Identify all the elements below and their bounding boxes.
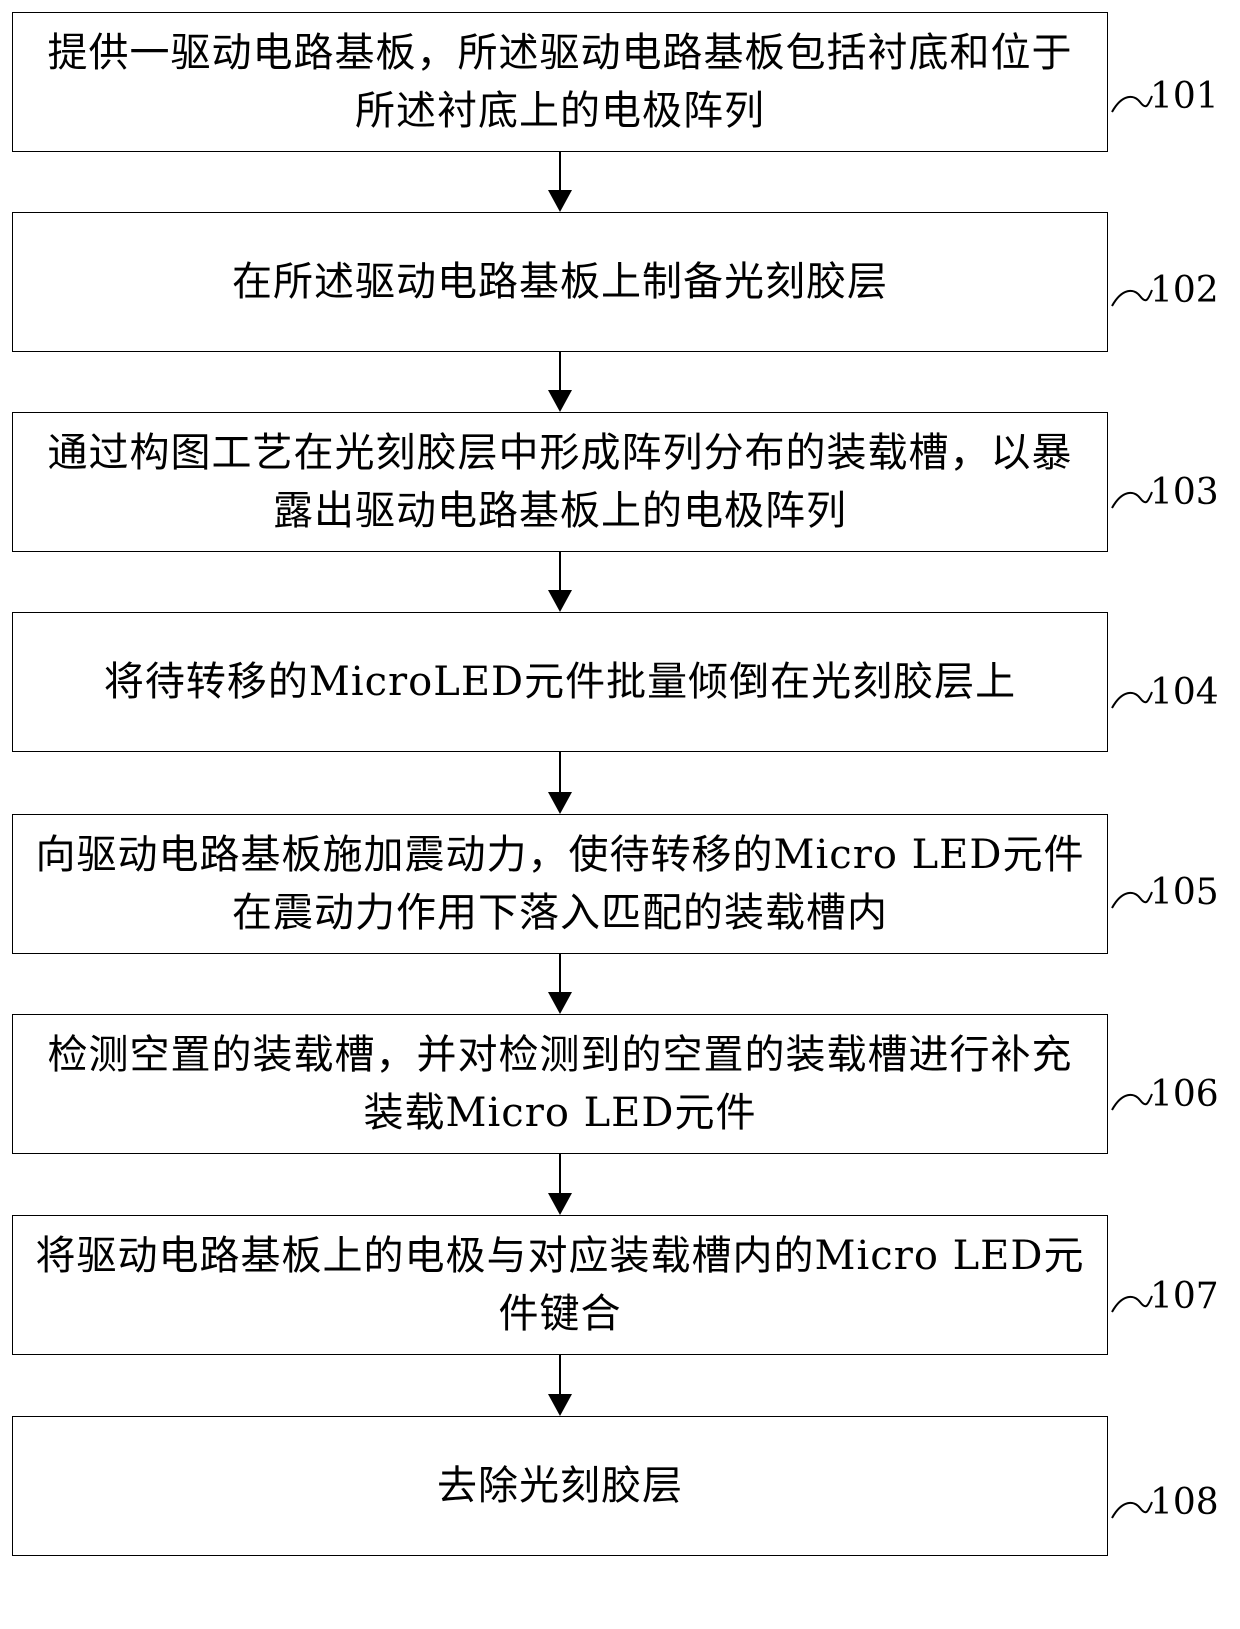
- arrow-107-108: [548, 1355, 572, 1416]
- arrow-103-104: [548, 552, 572, 612]
- ref-number-106: 106: [1150, 1074, 1219, 1115]
- step-text-105: 向驱动电路基板施加震动力，使待转移的Micro LED元件在震动力作用下落入匹配…: [30, 826, 1090, 942]
- step-box-107: 将驱动电路基板上的电极与对应装载槽内的Micro LED元件键合: [12, 1215, 1108, 1355]
- arrow-106-107: [548, 1154, 572, 1215]
- step-box-103: 通过构图工艺在光刻胶层中形成阵列分布的装载槽，以暴露出驱动电路基板上的电极阵列: [12, 412, 1108, 552]
- ref-number-105: 105: [1150, 872, 1219, 913]
- ref-number-103: 103: [1150, 472, 1219, 513]
- step-text-107: 将驱动电路基板上的电极与对应装载槽内的Micro LED元件键合: [30, 1227, 1090, 1343]
- arrow-101-102: [548, 152, 572, 212]
- step-text-108: 去除光刻胶层: [30, 1457, 1090, 1515]
- ref-number-104: 104: [1150, 672, 1219, 713]
- ref-label-106: 106: [1110, 1080, 1235, 1120]
- ref-number-107: 107: [1150, 1276, 1219, 1317]
- leader-squiggle: [1110, 478, 1155, 518]
- ref-label-102: 102: [1110, 276, 1235, 316]
- arrow-105-106: [548, 954, 572, 1014]
- leader-squiggle: [1110, 878, 1155, 918]
- leader-squiggle: [1110, 1488, 1155, 1528]
- step-box-108: 去除光刻胶层: [12, 1416, 1108, 1556]
- step-box-105: 向驱动电路基板施加震动力，使待转移的Micro LED元件在震动力作用下落入匹配…: [12, 814, 1108, 954]
- ref-number-108: 108: [1150, 1482, 1219, 1523]
- step-box-106: 检测空置的装载槽，并对检测到的空置的装载槽进行补充装载Micro LED元件: [12, 1014, 1108, 1154]
- step-text-102: 在所述驱动电路基板上制备光刻胶层: [30, 253, 1090, 311]
- step-box-101: 提供一驱动电路基板，所述驱动电路基板包括衬底和位于所述衬底上的电极阵列: [12, 12, 1108, 152]
- ref-label-105: 105: [1110, 878, 1235, 918]
- leader-squiggle: [1110, 1080, 1155, 1120]
- ref-label-107: 107: [1110, 1282, 1235, 1322]
- step-text-106: 检测空置的装载槽，并对检测到的空置的装载槽进行补充装载Micro LED元件: [30, 1026, 1090, 1142]
- step-text-103: 通过构图工艺在光刻胶层中形成阵列分布的装载槽，以暴露出驱动电路基板上的电极阵列: [30, 424, 1090, 540]
- leader-squiggle: [1110, 82, 1155, 122]
- ref-label-104: 104: [1110, 678, 1235, 718]
- step-text-101: 提供一驱动电路基板，所述驱动电路基板包括衬底和位于所述衬底上的电极阵列: [30, 24, 1090, 140]
- step-text-104: 将待转移的MicroLED元件批量倾倒在光刻胶层上: [30, 653, 1090, 711]
- leader-squiggle: [1110, 678, 1155, 718]
- leader-squiggle: [1110, 1282, 1155, 1322]
- ref-label-103: 103: [1110, 478, 1235, 518]
- arrow-104-105: [548, 752, 572, 814]
- ref-number-102: 102: [1150, 270, 1219, 311]
- ref-number-101: 101: [1150, 76, 1219, 117]
- step-box-102: 在所述驱动电路基板上制备光刻胶层: [12, 212, 1108, 352]
- step-box-104: 将待转移的MicroLED元件批量倾倒在光刻胶层上: [12, 612, 1108, 752]
- arrow-102-103: [548, 352, 572, 412]
- ref-label-101: 101: [1110, 82, 1235, 122]
- ref-label-108: 108: [1110, 1488, 1235, 1528]
- leader-squiggle: [1110, 276, 1155, 316]
